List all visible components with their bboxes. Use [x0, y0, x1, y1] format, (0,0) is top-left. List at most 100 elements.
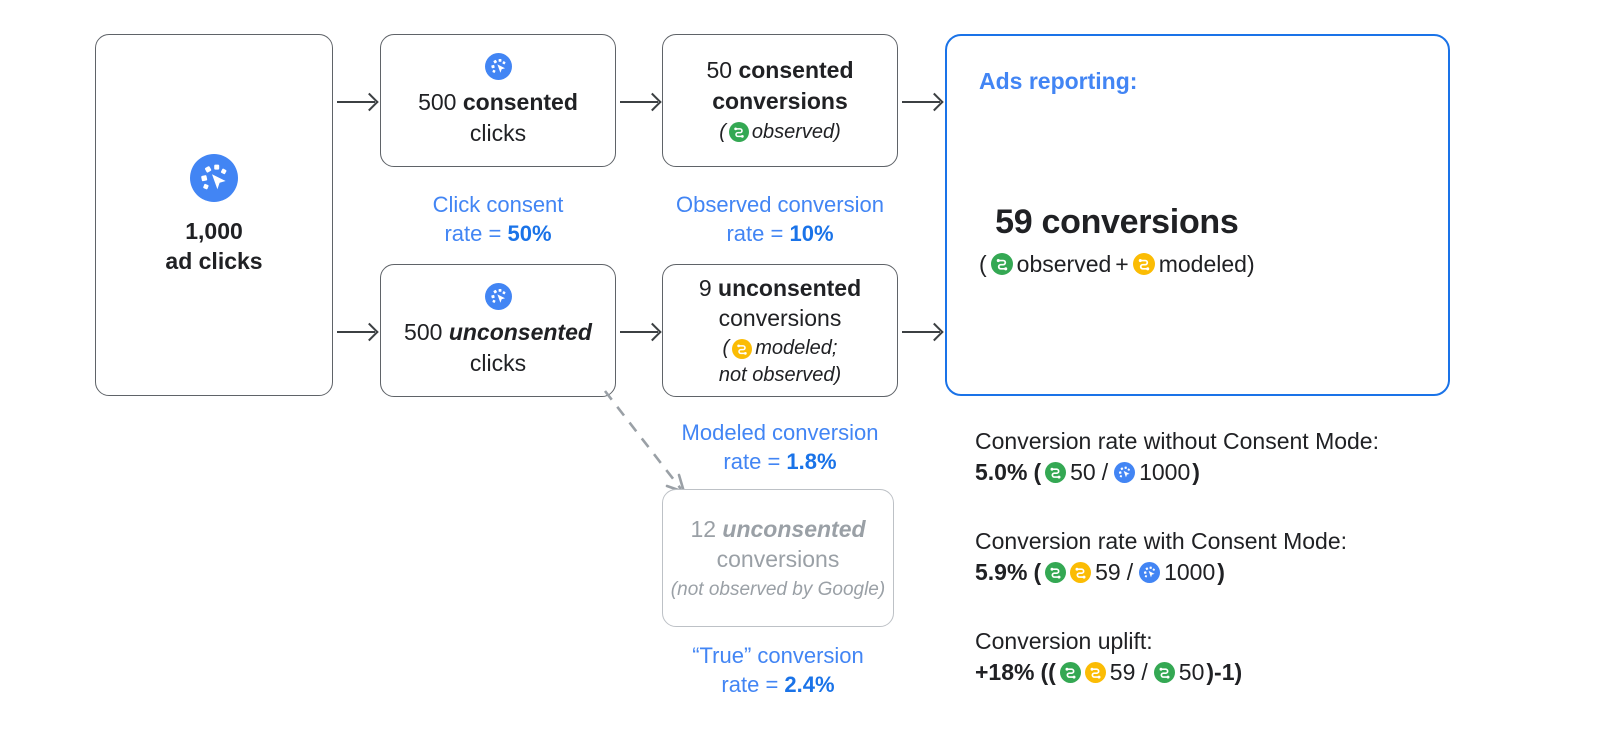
rate-click-consent-value: 50% [507, 221, 552, 247]
conversion-observed-icon [1059, 661, 1081, 683]
arrow-consented-conversions-to-report [902, 101, 940, 103]
rate-true-line: rate = 2.4% [650, 670, 906, 699]
stat-open-paren: (( [1040, 658, 1056, 685]
stat-value-row: +18% (( 59 / 50 )-1) [975, 659, 1242, 686]
rate-modeled-conversion: Modeled conversion rate = 1.8% [652, 418, 908, 477]
rate-observed-prefix: rate = [726, 221, 790, 247]
true-conversions-label: conversions [716, 545, 840, 572]
note-open-paren: ( [719, 121, 726, 144]
unconsented-conversions-label: conversions [718, 305, 842, 332]
stat-value-row: 5.9% ( 59 / 1000 ) [975, 559, 1347, 586]
unconsented-conversions-note: ( modeled; [723, 335, 838, 361]
rate-click-consent-prefix: rate = [444, 221, 508, 247]
stat-value: 5.9% [975, 558, 1028, 585]
stat-caption: Conversion uplift: [975, 628, 1153, 654]
rate-true-conversion: “True” conversion rate = 2.4% [650, 641, 906, 700]
conversion-modeled-icon [1084, 661, 1106, 683]
breakdown-open-paren: ( [979, 250, 987, 277]
unconsented-clicks-label: clicks [469, 349, 527, 376]
true-conversions-value: 12 [690, 515, 717, 542]
stat-conversion-rate-with-consent-mode: Conversion rate with Consent Mode: 5.9% … [975, 527, 1347, 586]
unconsented-conversions-value: 9 [698, 274, 712, 301]
unconsented-clicks-line1: 500 unconsented [404, 317, 592, 347]
conversion-modeled-icon [1132, 253, 1155, 276]
rate-modeled-caption: Modeled conversion [681, 420, 879, 445]
conversion-observed-icon [728, 122, 749, 143]
ad-click-icon [1139, 561, 1161, 583]
stat-numerator: 59 [1095, 558, 1121, 585]
conversion-modeled-icon [1070, 561, 1092, 583]
arrow-consented-clicks-to-conversions [620, 101, 658, 103]
rate-observed-caption: Observed conversion [676, 192, 884, 217]
consented-conversions-line1: 50 consented [706, 55, 853, 85]
consented-clicks-label: clicks [469, 119, 527, 146]
stat-numerator: 59 [1109, 658, 1136, 685]
rate-observed-value: 10% [789, 221, 834, 247]
ads-reporting-breakdown: ( observed + modeled) [979, 249, 1255, 279]
consented-conversions-value: 50 [706, 57, 733, 84]
unconsented-conversions-emphasis: unconsented [718, 274, 862, 301]
ads-reporting-title: Ads reporting: [979, 68, 1138, 94]
note-text: modeled; [755, 337, 838, 360]
note-open-paren: ( [722, 337, 730, 360]
true-conversions-line1: 12 unconsented [690, 514, 865, 544]
ad-click-icon [190, 153, 238, 202]
stat-numerator: 50 [1070, 458, 1096, 485]
breakdown-modeled-label: modeled) [1158, 250, 1255, 277]
stat-caption: Conversion rate with Consent Mode: [975, 528, 1348, 554]
consented-conversions-emphasis: consented [738, 57, 854, 84]
breakdown-plus: + [1115, 250, 1129, 277]
panel-ads-reporting: Ads reporting: 59 conversions ( observed… [945, 34, 1450, 396]
stat-open-paren: ( [1033, 458, 1042, 485]
consented-clicks-line1: 500 consented [418, 87, 578, 117]
breakdown-observed-label: observed [1016, 250, 1112, 277]
stat-close-paren: ) [1192, 458, 1200, 485]
arrow-adclicks-to-unconsented [337, 331, 375, 333]
arrow-unconsented-conversions-to-report [902, 331, 940, 333]
consented-conversions-note: ( observed) [719, 119, 841, 145]
conversion-observed-icon [1153, 661, 1175, 683]
ads-reporting-headline: 59 conversions [995, 203, 1239, 241]
rate-true-value: 2.4% [784, 672, 835, 698]
ad-clicks-label: ad clicks [165, 248, 263, 274]
ad-click-icon [1114, 461, 1136, 483]
ads-reporting-result: 59 conversions ( observed + modeled) [979, 200, 1255, 279]
stat-denominator: 1000 [1139, 458, 1191, 485]
node-unconsented-conversions: 9 unconsented conversions ( modeled; not… [662, 264, 898, 397]
node-consented-clicks: 500 consented clicks [380, 34, 616, 167]
rate-true-caption: “True” conversion [692, 643, 864, 668]
stat-caption: Conversion rate without Consent Mode: [975, 428, 1379, 454]
rate-click-consent-line: rate = 50% [380, 219, 616, 248]
stat-conversion-rate-without-consent-mode: Conversion rate without Consent Mode: 5.… [975, 427, 1379, 486]
stat-value: 5.0% [975, 458, 1028, 485]
stat-conversion-uplift: Conversion uplift: +18% (( 59 / 50 )-1) [975, 627, 1242, 686]
rate-observed-conversion: Observed conversion rate = 10% [652, 190, 908, 249]
rate-modeled-line: rate = 1.8% [652, 447, 908, 476]
stat-denominator: 1000 [1164, 558, 1216, 585]
conversion-observed-icon [1045, 461, 1067, 483]
true-conversions-emphasis: unconsented [722, 515, 866, 542]
node-ad-clicks: 1,000 ad clicks [95, 34, 333, 396]
consented-clicks-value: 500 [418, 89, 457, 116]
stat-value: +18% [975, 658, 1035, 685]
conversion-modeled-icon [732, 338, 753, 359]
rate-click-consent-caption: Click consent [432, 192, 564, 217]
rate-modeled-prefix: rate = [723, 449, 787, 475]
stat-divider: / [1101, 458, 1109, 485]
rate-observed-line: rate = 10% [652, 219, 908, 248]
rate-true-prefix: rate = [721, 672, 785, 698]
unconsented-clicks-emphasis: unconsented [448, 319, 592, 346]
arrow-unconsented-clicks-to-conversions [620, 331, 658, 333]
node-consented-conversions: 50 consented conversions ( observed) [662, 34, 898, 167]
ad-clicks-value: 1,000 [185, 217, 243, 244]
ad-click-icon [484, 53, 512, 81]
rate-click-consent: Click consent rate = 50% [380, 190, 616, 249]
ad-click-icon [484, 283, 512, 311]
node-unconsented-clicks: 500 unconsented clicks [380, 264, 616, 397]
node-true-unconsented-conversions: 12 unconsented conversions (not observed… [662, 489, 894, 627]
unconsented-conversions-line1: 9 unconsented [699, 273, 861, 303]
stat-close-paren: )-1) [1206, 658, 1243, 685]
unconsented-conversions-note2: not observed) [718, 363, 842, 386]
unconsented-clicks-value: 500 [404, 319, 443, 346]
